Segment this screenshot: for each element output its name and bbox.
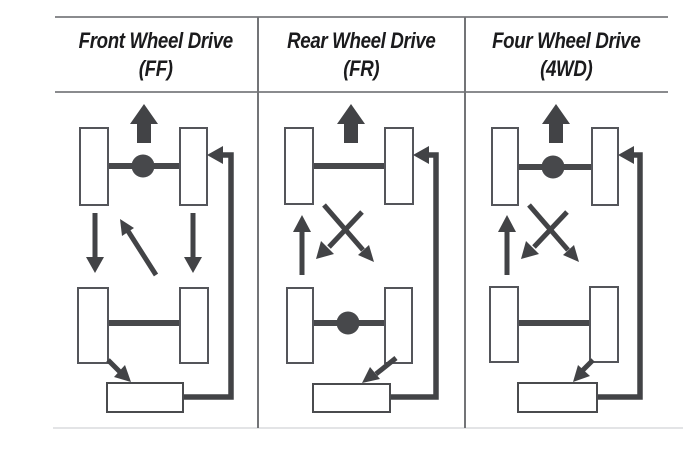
fourwd-rear-left-wheel — [489, 286, 519, 363]
ff-front-right-wheel — [179, 127, 208, 206]
panel-title-ff: Front Wheel Drive — [78, 27, 234, 53]
fourwd-power-arrowhead-icon — [618, 146, 634, 164]
ff-right-down-arrowhead-icon — [184, 257, 202, 273]
ff-wheel-to-engine-arrowhead-icon — [114, 365, 131, 382]
panel-title-fr: Rear Wheel Drive — [286, 27, 436, 53]
ff-front-differential — [131, 154, 155, 178]
fr-up-arrowhead-icon — [293, 215, 311, 232]
fourwd-front-left-wheel — [491, 127, 519, 206]
fourwd-front-right-wheel — [591, 127, 619, 206]
fr-front-right-wheel — [384, 127, 414, 205]
figure-bottom-rule — [53, 427, 683, 429]
fourwd-cross-arrow-down-right-arrowhead-icon — [563, 245, 579, 262]
ff-up-left-diagonal-arrow — [125, 229, 159, 277]
fr-rear-right-wheel — [384, 287, 413, 364]
panel-diagram-4wd — [489, 104, 643, 413]
panel-code-ff: (FF) — [139, 55, 173, 81]
panel-header-4wd: Four Wheel Drive (4WD) — [465, 18, 668, 91]
panel-header-ff: Front Wheel Drive (FF) — [55, 18, 257, 91]
fr-engine-box — [312, 383, 391, 413]
ff-drive-direction-arrow-icon — [130, 104, 158, 143]
panel-header-fr: Rear Wheel Drive (FR) — [258, 18, 464, 91]
fr-rear-left-wheel — [286, 287, 314, 364]
column-divider-2 — [464, 17, 466, 428]
header-bottom-rule — [55, 91, 668, 93]
ff-front-left-wheel — [79, 127, 109, 206]
ff-engine-box — [106, 382, 184, 413]
fourwd-engine-box — [517, 382, 598, 413]
fourwd-power-line — [597, 152, 643, 400]
fourwd-front-differential — [541, 155, 565, 179]
fr-wheel-to-engine-arrowhead-icon — [362, 367, 380, 383]
panel-diagram-ff — [77, 104, 234, 413]
fourwd-cross-arrow-down-left — [532, 210, 569, 249]
ff-up-left-diagonal-arrowhead-icon — [120, 219, 134, 236]
fr-cross-arrow-down-right-arrowhead-icon — [358, 245, 374, 262]
panel-code-fr: (FR) — [342, 55, 380, 81]
fourwd-up-arrowhead-icon — [498, 215, 516, 232]
fr-cross-arrow-down-left-arrowhead-icon — [316, 241, 334, 259]
fourwd-cross-arrow-down-right — [527, 203, 570, 252]
fr-drive-direction-arrow-icon — [337, 104, 365, 143]
fr-wheel-to-engine-arrow — [374, 356, 398, 376]
ff-power-arrowhead-icon — [207, 146, 223, 164]
fr-front-left-wheel — [284, 127, 314, 205]
fourwd-wheel-to-engine-arrowhead-icon — [573, 365, 590, 382]
column-divider-1 — [257, 17, 259, 428]
panel-code-4wd: (4WD) — [540, 55, 593, 81]
ff-rear-right-wheel — [179, 287, 209, 364]
fr-rear-differential — [336, 311, 360, 335]
ff-left-down-arrowhead-icon — [86, 257, 104, 273]
fourwd-rear-right-wheel — [589, 286, 619, 363]
header-top-rule — [55, 16, 668, 18]
fr-power-arrowhead-icon — [413, 146, 429, 164]
fr-power-line — [390, 152, 439, 400]
ff-power-line — [183, 152, 234, 400]
fourwd-drive-direction-arrow-icon — [542, 104, 570, 143]
fr-cross-arrow-down-right — [322, 203, 365, 252]
fr-cross-arrow-down-left — [327, 210, 364, 249]
panel-diagram-fr — [284, 104, 439, 413]
fourwd-cross-arrow-down-left-arrowhead-icon — [521, 241, 539, 259]
panel-title-4wd: Four Wheel Drive — [492, 27, 641, 53]
ff-rear-left-wheel — [77, 287, 109, 364]
